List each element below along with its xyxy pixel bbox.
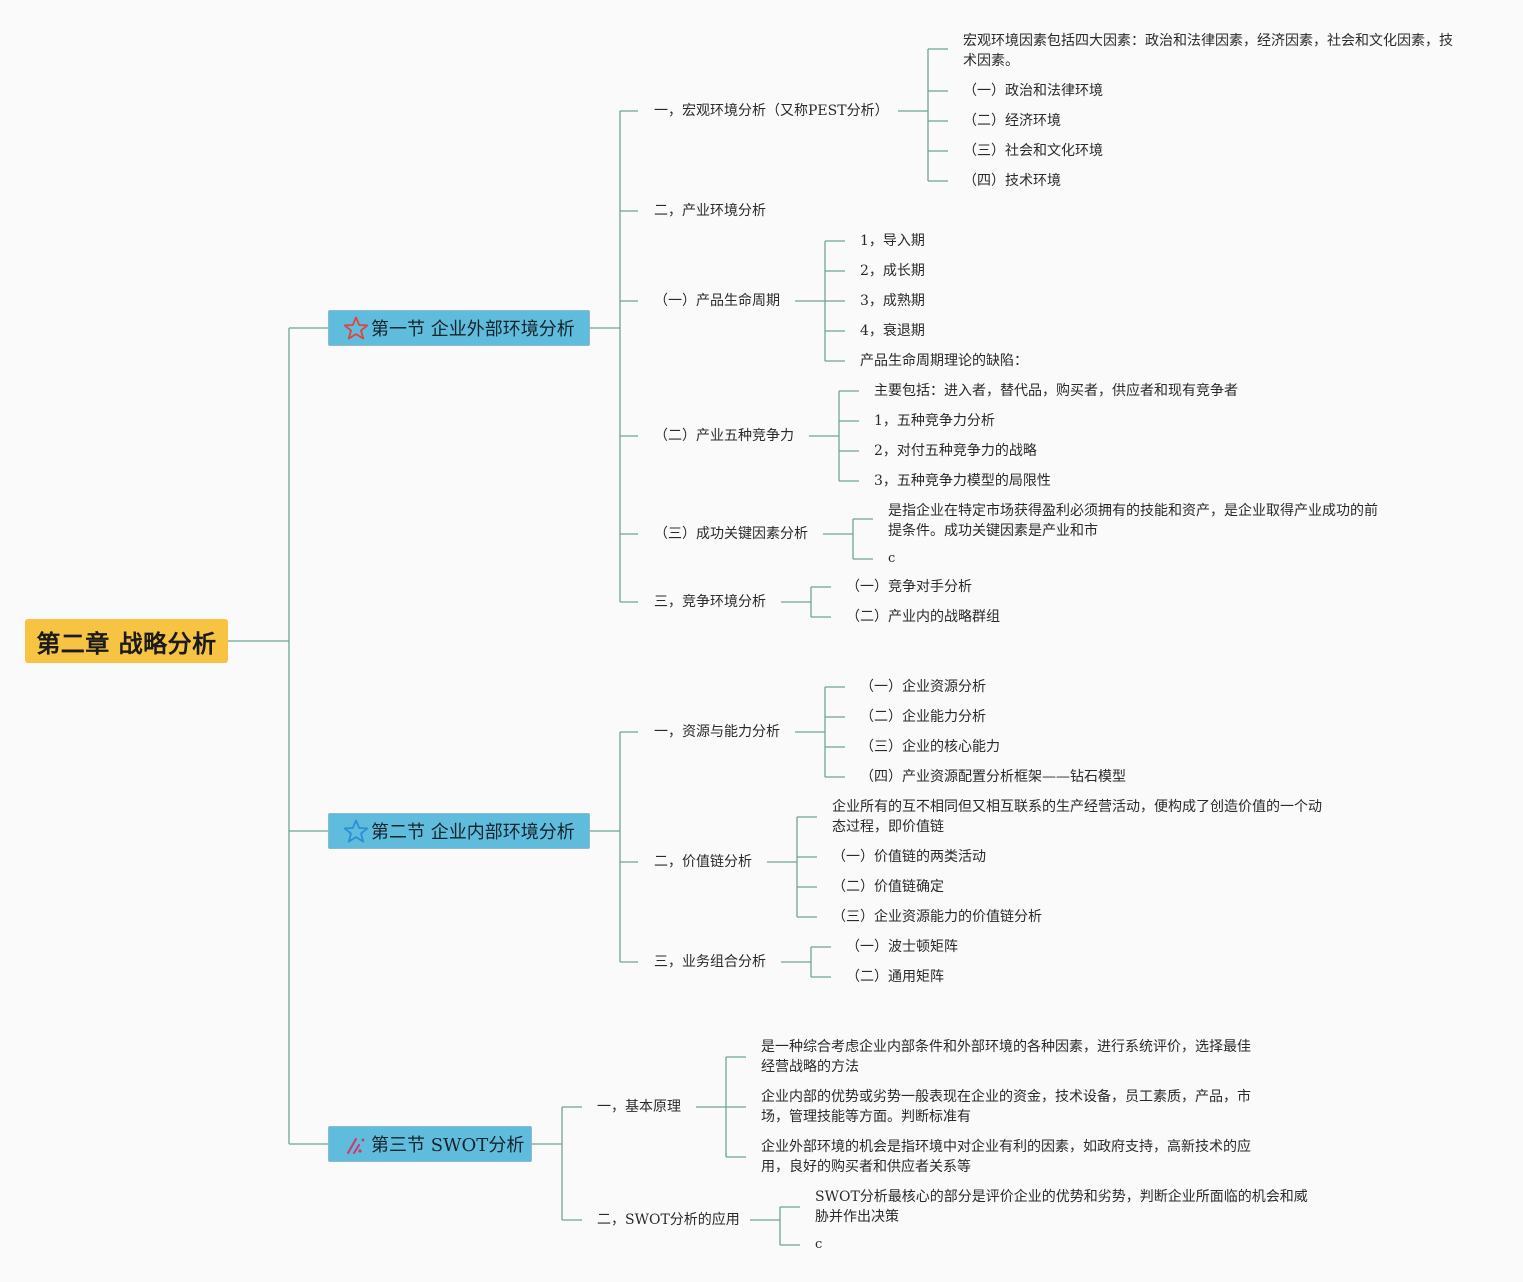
- sparkle-icon: [343, 1133, 369, 1155]
- topic-technology[interactable]: （四）技术环境: [963, 173, 1061, 189]
- topic-industry-env[interactable]: 二，产业环境分析: [654, 203, 766, 219]
- topic-core-competence[interactable]: （三）企业的核心能力: [860, 739, 1000, 755]
- topic-diamond-model[interactable]: （四）产业资源配置分析框架——钻石模型: [860, 769, 1126, 785]
- topic-product-lifecycle[interactable]: （一）产品生命周期: [654, 293, 780, 309]
- topic-strategic-groups[interactable]: （二）产业内的战略群组: [846, 609, 1000, 625]
- section-external[interactable]: 第一节 企业外部环境分析: [328, 310, 590, 346]
- topic-business-portfolio[interactable]: 三，业务组合分析: [654, 954, 766, 970]
- topic-value-activities[interactable]: （一）价值链的两类活动: [832, 849, 986, 865]
- topic-introduction[interactable]: 1，导入期: [860, 233, 925, 249]
- topic-decline[interactable]: 4，衰退期: [860, 323, 925, 339]
- topic-ge-matrix[interactable]: （二）通用矩阵: [846, 969, 944, 985]
- topic-capability-analysis[interactable]: （二）企业能力分析: [860, 709, 986, 725]
- star-outline-icon: [343, 316, 369, 340]
- topic-swot-application[interactable]: 二，SWOT分析的应用: [597, 1212, 740, 1228]
- topic-value-chain[interactable]: 二，价值链分析: [654, 854, 752, 870]
- topic-five-forces-limits[interactable]: 3，五种竞争力模型的局限性: [874, 473, 1051, 489]
- topic-competitor-analysis[interactable]: （一）竞争对手分析: [846, 579, 972, 595]
- topic-maturity[interactable]: 3，成熟期: [860, 293, 925, 309]
- topic-competition-env[interactable]: 三，竞争环境分析: [654, 594, 766, 610]
- topic-basic-principle[interactable]: 一，基本原理: [597, 1099, 681, 1115]
- note-swot-external[interactable]: 企业外部环境的机会是指环境中对企业有利的因素，如政府支持，高新技术的应用，良好的…: [761, 1139, 1251, 1175]
- section-swot[interactable]: 第三节 SWOT分析: [328, 1126, 532, 1162]
- topic-five-forces[interactable]: （二）产业五种竞争力: [654, 428, 794, 444]
- note-macro-desc[interactable]: 宏观环境因素包括四大因素：政治和法律因素，经济因素，社会和文化因素，技术因素。: [963, 33, 1453, 69]
- note-value-chain-desc[interactable]: 企业所有的互不相同但又相互联系的生产经营活动，便构成了创造价值的一个动态过程，即…: [832, 799, 1322, 835]
- topic-bcg-matrix[interactable]: （一）波士顿矩阵: [846, 939, 958, 955]
- topic-political-legal[interactable]: （一）政治和法律环境: [963, 83, 1103, 99]
- section-label: 第三节 SWOT分析: [371, 1135, 525, 1156]
- topic-lifecycle-flaws[interactable]: 产品生命周期理论的缺陷：: [860, 353, 1028, 369]
- topic-value-chain-resource[interactable]: （三）企业资源能力的价值链分析: [832, 909, 1042, 925]
- note-swot-definition[interactable]: 是一种综合考虑企业内部条件和外部环境的各种因素，进行系统评价，选择最佳经营战略的…: [761, 1039, 1251, 1075]
- topic-macro-env[interactable]: 一，宏观环境分析（又称PEST分析）: [654, 103, 889, 119]
- topic-five-forces-analysis[interactable]: 1，五种竞争力分析: [874, 413, 995, 429]
- note-ksf-extra[interactable]: c: [888, 551, 896, 566]
- note-ksf-desc[interactable]: 是指企业在特定市场获得盈利必须拥有的技能和资产，是企业取得产业成功的前提条件。成…: [888, 503, 1378, 539]
- note-swot-extra[interactable]: c: [815, 1237, 823, 1252]
- note-five-forces-main[interactable]: 主要包括：进入者，替代品，购买者，供应者和现有竞争者: [874, 383, 1238, 399]
- section-label: 第二节 企业内部环境分析: [371, 822, 575, 843]
- topic-resource-analysis[interactable]: （一）企业资源分析: [860, 679, 986, 695]
- topic-key-success-factors[interactable]: （三）成功关键因素分析: [654, 526, 808, 542]
- topic-resources-capabilities[interactable]: 一，资源与能力分析: [654, 724, 780, 740]
- root-topic[interactable]: 第二章 战略分析: [25, 619, 228, 663]
- topic-value-chain-define[interactable]: （二）价值链确定: [832, 879, 944, 895]
- note-swot-internal[interactable]: 企业内部的优势或劣势一般表现在企业的资金，技术设备，员工素质，产品，市场，管理技…: [761, 1089, 1251, 1125]
- topic-growth[interactable]: 2，成长期: [860, 263, 925, 279]
- section-internal[interactable]: 第二节 企业内部环境分析: [328, 813, 590, 849]
- topic-social-cultural[interactable]: （三）社会和文化环境: [963, 143, 1103, 159]
- note-swot-application-desc[interactable]: SWOT分析最核心的部分是评价企业的优势和劣势，判断企业所面临的机会和威胁并作出…: [815, 1189, 1308, 1225]
- section-label: 第一节 企业外部环境分析: [371, 319, 575, 340]
- topic-economic[interactable]: （二）经济环境: [963, 113, 1061, 129]
- star-outline-icon: [343, 819, 369, 843]
- topic-five-forces-strategy[interactable]: 2，对付五种竞争力的战略: [874, 443, 1037, 459]
